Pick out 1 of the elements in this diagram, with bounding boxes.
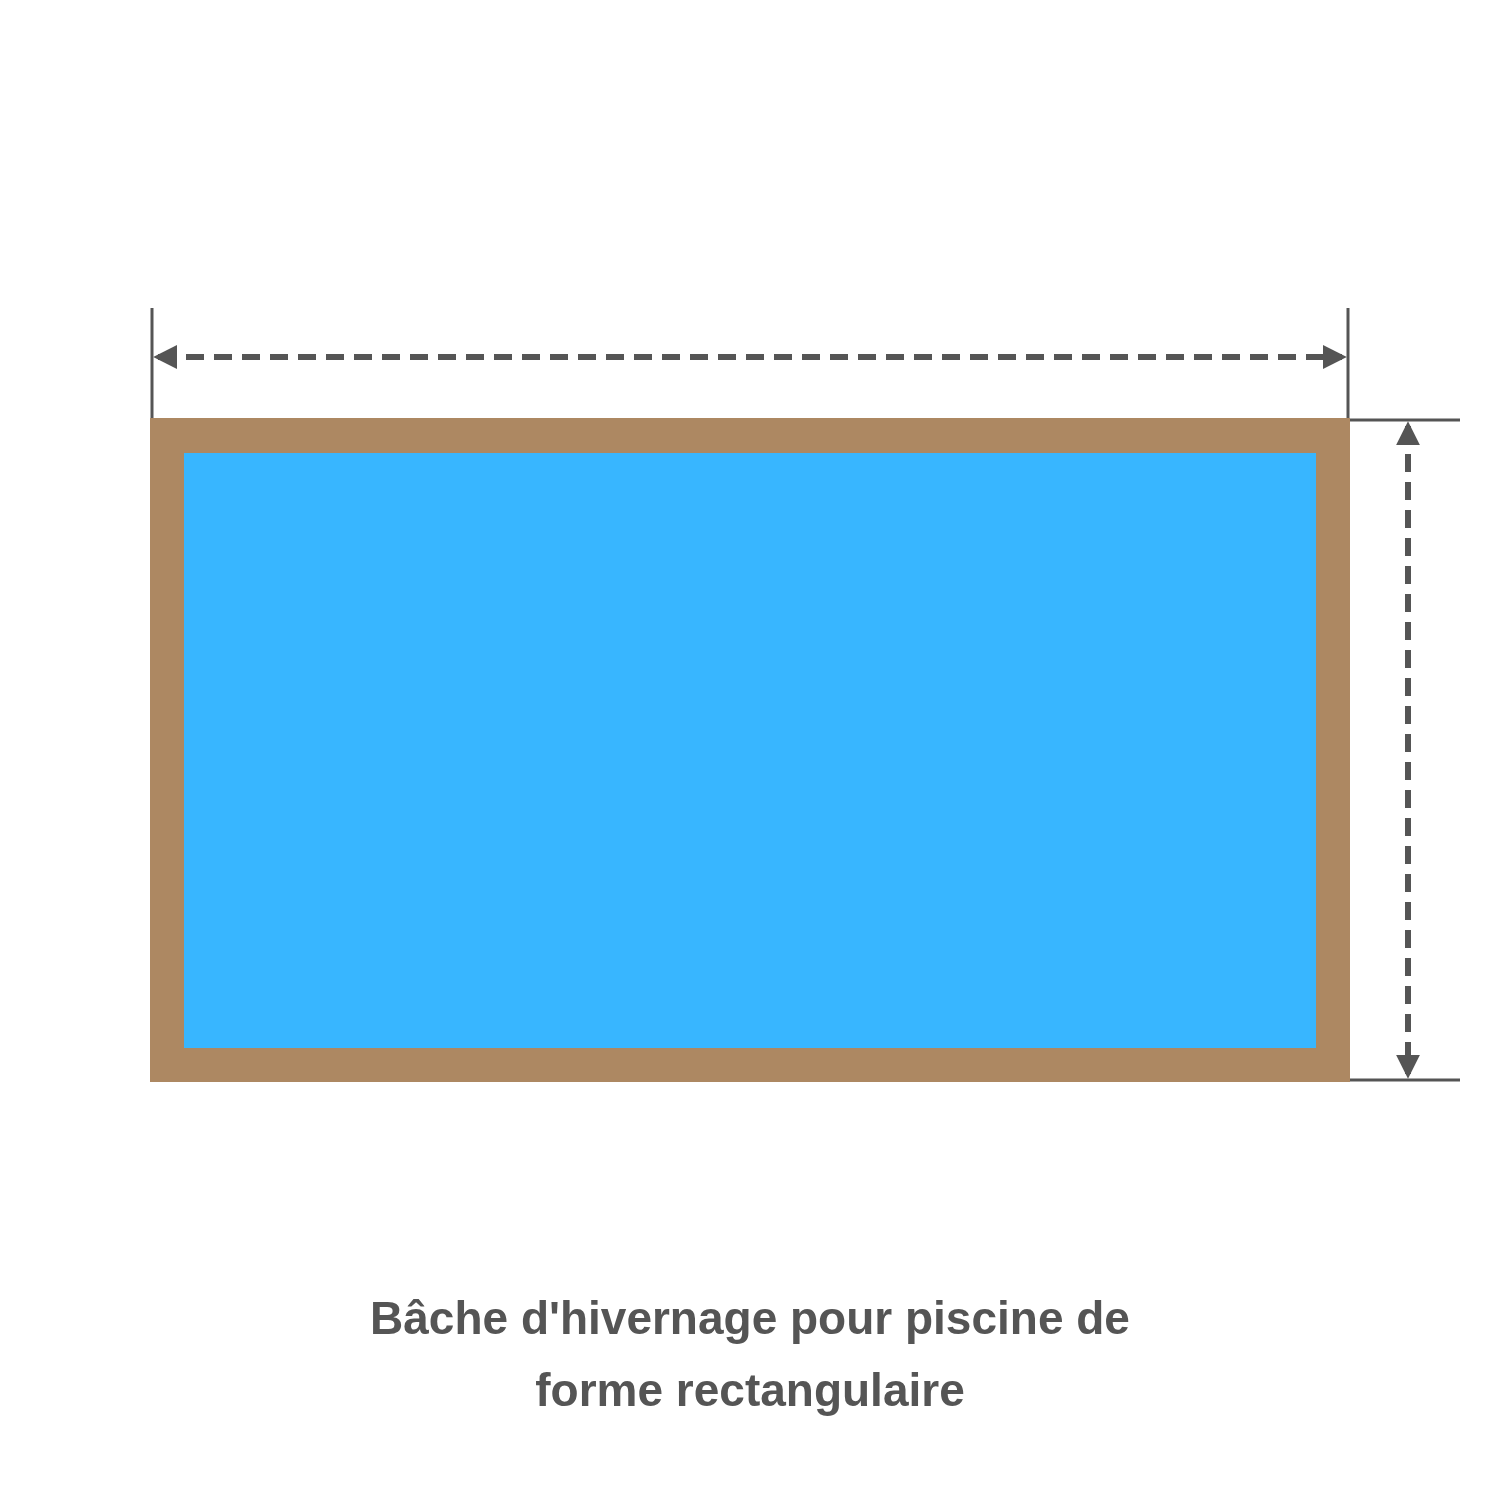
caption: Bâche d'hivernage pour piscine de forme rectangulaire — [369, 1291, 1131, 1418]
